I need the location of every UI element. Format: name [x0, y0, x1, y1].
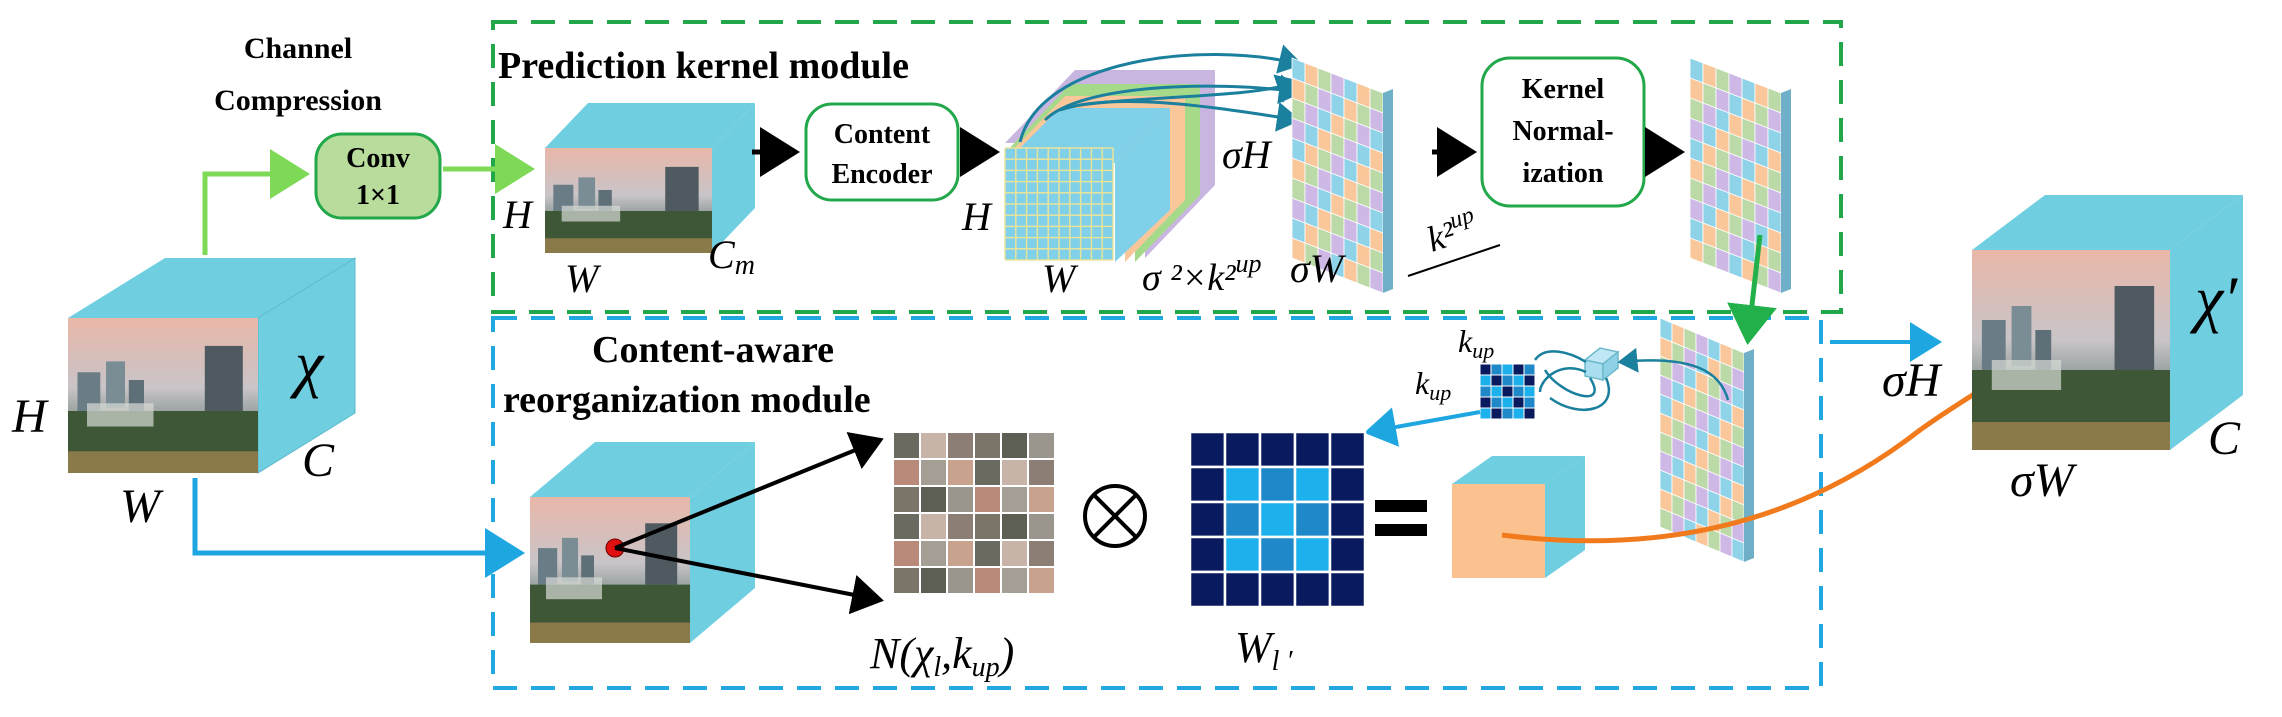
neighborhood-label: N(χl,kup): [869, 629, 1014, 683]
kernel-select-arrows: [1533, 347, 1730, 412]
reorg-label-line1: Content-aware: [592, 329, 834, 371]
output-C-label: C: [2208, 412, 2241, 465]
kernel-map-reorg: [1659, 317, 1754, 563]
conv-line1: Conv: [346, 143, 410, 174]
enc-depth-label: σ ²×k²up: [1142, 249, 1262, 299]
channel-compression-line1: Channel: [244, 32, 352, 65]
enc-H-label: H: [961, 194, 993, 239]
conv-1x1-block: [314, 132, 442, 220]
norm-sigmaW-label: σW: [1290, 246, 1347, 291]
cm-C-label: Cm: [708, 232, 755, 281]
kernel-norm-line1: Kernel: [1522, 74, 1605, 105]
kup-left-label: kup: [1415, 365, 1451, 405]
norm-k2-underline: [1407, 244, 1501, 277]
input-cube: [68, 257, 356, 474]
kernel-to-wl-arrow: [1364, 407, 1481, 447]
enc-W-label: W: [1042, 256, 1079, 301]
kernel-map-normalized: [1689, 57, 1791, 294]
compressed-cube: [545, 103, 755, 253]
input-to-reorg-arrow: [192, 478, 525, 578]
reorg-label-line2: reorganization module: [503, 379, 871, 421]
norm-k2-label: k²up: [1421, 202, 1483, 260]
kup-top-label: kup: [1458, 323, 1494, 363]
output-pixel-cube: [1452, 456, 1585, 578]
content-encoder-line1: Content: [834, 119, 931, 150]
content-encoder-block: [804, 102, 960, 202]
input-C-label: C: [302, 434, 335, 487]
output-chi-label: χ′: [2189, 263, 2238, 334]
input-H-label: H: [11, 390, 49, 443]
kernel-norm-line3: ization: [1523, 158, 1604, 189]
kernel-down-arrow: [1727, 234, 1777, 345]
neighborhood-lines: [614, 432, 884, 615]
content-encoder-line2: Encoder: [831, 159, 932, 190]
neighborhood-patch: [892, 431, 1056, 595]
enc-sigmaH-label: σH: [1222, 132, 1273, 177]
wl-kernel: [1188, 430, 1367, 609]
cm-W-label: W: [565, 256, 602, 301]
input-W-label: W: [120, 480, 164, 533]
kernel-map-raw: [1291, 57, 1393, 294]
kup-kernel: [1479, 363, 1536, 420]
output-sigmaH-label: σH: [1882, 354, 1943, 407]
output-sigmaW-label: σW: [2010, 454, 2078, 507]
encoded-tensor: [1004, 70, 1215, 262]
kernel-normalization-block: [1480, 56, 1646, 208]
wl-label: Wl ′: [1235, 623, 1293, 677]
reorganization-module-box: [491, 316, 1823, 690]
tiny-cube: [1583, 347, 1620, 382]
compression-arrow: [202, 149, 310, 255]
reorg-cube: [530, 442, 755, 643]
otimes-symbol: [1083, 484, 1147, 548]
prediction-module-label: Prediction kernel module: [498, 45, 909, 87]
output-cube: [1972, 195, 2243, 450]
channel-compression-line2: Compression: [214, 84, 382, 117]
conv-line2: 1×1: [356, 180, 400, 211]
input-chi-label: χ: [289, 328, 325, 399]
equals-symbol: [1375, 500, 1427, 536]
reshape-arrows: [1018, 44, 1303, 143]
kernel-norm-line2: Normal-: [1512, 116, 1613, 147]
cm-H-label: H: [502, 192, 534, 237]
